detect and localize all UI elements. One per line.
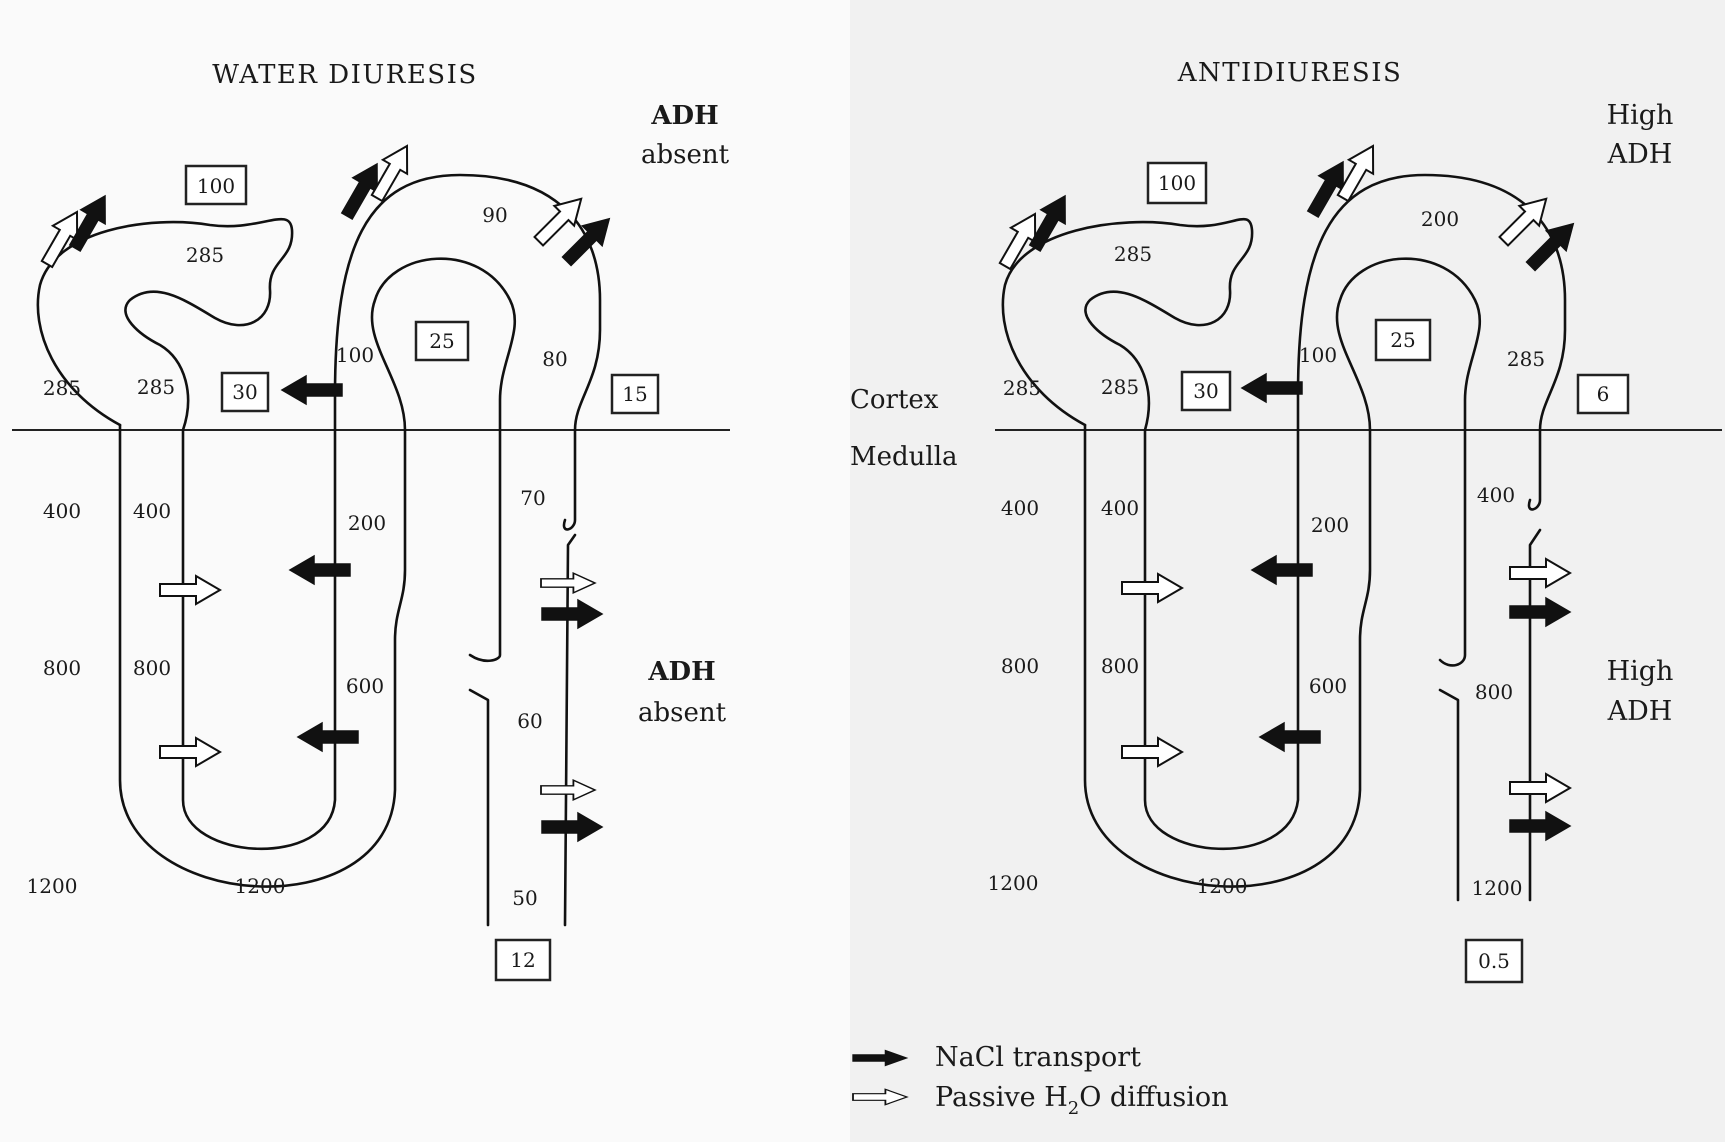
collecting-value: 1200 xyxy=(1472,876,1523,900)
legend-h2o-label: Passive H2O diffusion xyxy=(935,1082,1229,1119)
flow-box: 25 xyxy=(1376,320,1430,360)
hollow-arrow-icon xyxy=(1122,574,1182,602)
adh-status: absent xyxy=(641,140,730,170)
ascending-value: 100 xyxy=(1299,343,1337,367)
interstitium-value: 285 xyxy=(1003,376,1041,400)
solid-arrow-icon xyxy=(1252,556,1312,584)
adh-status: absent xyxy=(638,698,727,728)
adh-label: ADH xyxy=(650,101,718,131)
collecting-value: 50 xyxy=(512,886,537,910)
flow-box: 100 xyxy=(1148,163,1206,203)
solid-arrow-icon xyxy=(1260,723,1320,751)
solid-arrow-icon xyxy=(282,376,342,404)
adh-level: High xyxy=(1607,100,1674,131)
legend-nacl-label: NaCl transport xyxy=(935,1042,1141,1073)
hollow-arrow-icon xyxy=(541,780,595,800)
flow-box: 12 xyxy=(496,940,550,980)
legend-h2o-prefix: Passive H xyxy=(935,1082,1068,1113)
flow-box: 100 xyxy=(186,166,246,204)
water-diuresis-diagram: WATER DIURESIS ADH absent 285 400 800 12… xyxy=(12,60,730,980)
ascending-value: 600 xyxy=(1309,674,1347,698)
flow-value: 6 xyxy=(1597,382,1610,406)
flow-value: 15 xyxy=(622,382,647,406)
adh-label: ADH xyxy=(647,657,715,687)
flow-value: 30 xyxy=(1193,379,1218,403)
ascending-value: 200 xyxy=(1311,513,1349,537)
flow-box: 30 xyxy=(1182,372,1230,410)
medulla-label: Medulla xyxy=(850,442,958,472)
flow-box: 0.5 xyxy=(1466,940,1522,982)
interstitium-value: 800 xyxy=(43,656,81,680)
hollow-arrow-icon xyxy=(1122,738,1182,766)
flow-value: 100 xyxy=(1158,171,1196,195)
cortex-label: Cortex xyxy=(850,385,939,415)
descending-value: 400 xyxy=(1101,496,1139,520)
panel-title: ANTIDIURESIS xyxy=(1177,58,1403,88)
distal-value: 285 xyxy=(1507,347,1545,371)
legend: NaCl transport Passive H2O diffusion xyxy=(853,1042,1229,1119)
flow-value: 25 xyxy=(1390,328,1415,352)
distal-value: 80 xyxy=(542,347,567,371)
ascending-value: 200 xyxy=(348,511,386,535)
collecting-duct xyxy=(1440,530,1540,900)
solid-arrow-icon xyxy=(1242,374,1302,402)
hollow-arrow-icon xyxy=(1510,774,1570,802)
interstitium-value: 1200 xyxy=(988,871,1039,895)
collecting-value: 60 xyxy=(517,709,542,733)
flow-value: 30 xyxy=(232,380,257,404)
descending-value: 400 xyxy=(133,499,171,523)
solid-arrow-icon xyxy=(1510,812,1570,840)
collecting-value: 800 xyxy=(1475,680,1513,704)
ascending-value: 100 xyxy=(336,343,374,367)
hollow-arrow-icon xyxy=(853,1089,907,1104)
antidiuresis-diagram: ANTIDIURESIS High ADH Cortex Medulla 285… xyxy=(850,58,1722,982)
solid-arrow-icon xyxy=(542,600,602,628)
proximal-value: 285 xyxy=(186,243,224,267)
flow-value: 100 xyxy=(197,174,235,198)
legend-h2o-subscript: 2 xyxy=(1068,1098,1079,1119)
flow-value: 12 xyxy=(510,948,535,972)
proximal-value: 285 xyxy=(1101,375,1139,399)
collecting-value: 400 xyxy=(1477,483,1515,507)
flow-box: 15 xyxy=(612,375,658,413)
flow-box: 30 xyxy=(222,373,268,411)
hollow-arrow-icon xyxy=(160,738,220,766)
flow-box: 25 xyxy=(416,322,468,360)
descending-value: 800 xyxy=(1101,654,1139,678)
flow-value: 0.5 xyxy=(1478,949,1510,973)
interstitium-value: 400 xyxy=(1001,496,1039,520)
legend-h2o-suffix: O diffusion xyxy=(1079,1082,1228,1113)
proximal-value: 285 xyxy=(137,375,175,399)
solid-arrow-icon xyxy=(853,1050,907,1065)
solid-arrow-icon xyxy=(290,556,350,584)
hollow-arrow-icon xyxy=(1510,559,1570,587)
solid-arrow-icon xyxy=(1510,598,1570,626)
loop-bend-value: 1200 xyxy=(1197,874,1248,898)
adh-label: ADH xyxy=(1607,696,1673,727)
adh-level: High xyxy=(1607,656,1674,687)
solid-arrow-icon xyxy=(298,723,358,751)
interstitium-value: 400 xyxy=(43,499,81,523)
flow-value: 25 xyxy=(429,329,454,353)
distal-value: 90 xyxy=(482,203,507,227)
interstitium-value: 1200 xyxy=(27,874,78,898)
interstitium-value: 800 xyxy=(1001,654,1039,678)
solid-arrow-icon xyxy=(542,813,602,841)
loop-bend-value: 1200 xyxy=(235,874,286,898)
interstitium-value: 285 xyxy=(43,376,81,400)
ascending-value: 600 xyxy=(346,674,384,698)
hollow-arrow-icon xyxy=(160,576,220,604)
panel-title: WATER DIURESIS xyxy=(212,60,477,90)
adh-label: ADH xyxy=(1607,139,1673,170)
flow-box: 6 xyxy=(1578,375,1628,413)
collecting-value: 70 xyxy=(520,486,545,510)
proximal-value: 285 xyxy=(1114,242,1152,266)
descending-value: 800 xyxy=(133,656,171,680)
distal-value: 200 xyxy=(1421,207,1459,231)
